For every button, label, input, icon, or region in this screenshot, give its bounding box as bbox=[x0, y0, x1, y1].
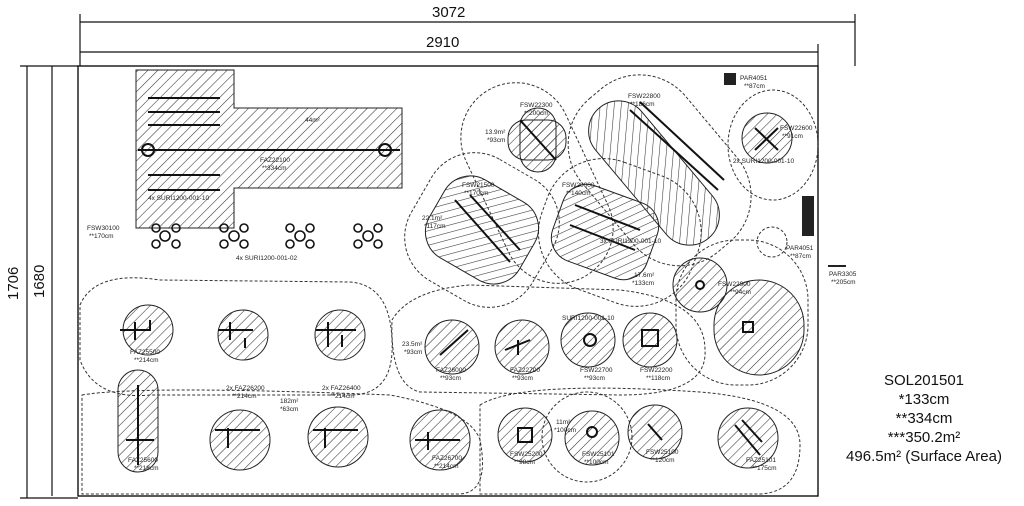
label-area-17-6: 17.6m² bbox=[634, 272, 655, 279]
label-fsw22600: FSW22600 bbox=[780, 125, 813, 132]
label-faz-top-area: 44m² bbox=[305, 117, 321, 124]
label-area-23-5-h: *93cm bbox=[404, 349, 422, 356]
label-fsw22900: FSW22900 bbox=[718, 281, 751, 288]
label-fsw22700: FSW22700 bbox=[580, 367, 613, 374]
outer-width-label: 3072 bbox=[432, 4, 465, 21]
label-area-17-6-h: *133cm bbox=[632, 280, 654, 287]
label-faz-top: FAZ22100 bbox=[260, 157, 290, 164]
label-par4051-right: PAR4051 bbox=[786, 245, 814, 252]
label-par3305: PAR3305 bbox=[829, 271, 857, 278]
label-area-13-9: 13.9m² bbox=[485, 129, 506, 136]
label-suri-top: 4x SURI1200-001-10 bbox=[148, 195, 209, 202]
label-fsw25101-h: **100cm bbox=[584, 459, 609, 466]
label-par4051-right-h: **87cm bbox=[790, 253, 811, 260]
label-faz26200: 2x FAZ26200 bbox=[226, 385, 265, 392]
label-fsw22300-h: **200cm bbox=[524, 110, 549, 117]
label-fsw30100: FSW30100 bbox=[87, 225, 120, 232]
label-suri-right: 2x SURI1200-001-10 bbox=[733, 158, 794, 165]
label-faz25101: FAZ25101 bbox=[746, 457, 776, 464]
label-fsw22300: FSW22300 bbox=[520, 102, 553, 109]
label-area-182-h: *63cm bbox=[280, 406, 298, 413]
label-par4051-top-h: **87cm bbox=[744, 83, 765, 90]
label-fsw22800: FSW22800 bbox=[628, 93, 661, 100]
stool-groups bbox=[151, 223, 383, 249]
label-faz25600-h: **218cm bbox=[134, 465, 159, 472]
label-fsw21500: FSW21500 bbox=[462, 182, 495, 189]
label-area-11-h: *100cm bbox=[554, 427, 576, 434]
label-area-11: 11m² bbox=[556, 419, 571, 426]
label-fsw22700-h: **93cm bbox=[584, 375, 605, 382]
label-area-22-1-h: *117cm bbox=[424, 223, 446, 230]
legend-line-4: 496.5m² (Surface Area) bbox=[846, 448, 1002, 465]
legend-code: SOL201501 bbox=[883, 372, 965, 389]
site-boundary bbox=[77, 65, 819, 497]
inner-width-label: 2910 bbox=[426, 34, 459, 51]
label-par4051-top: PAR4051 bbox=[740, 75, 768, 82]
label-faz26400-h: **214cm bbox=[330, 393, 355, 400]
label-faz26700: FAZ26700 bbox=[432, 455, 462, 462]
label-fsw21500-h: **170cm bbox=[464, 190, 489, 197]
label-area-22-1: 22.1m² bbox=[422, 215, 443, 222]
label-faz25101-h: **175cm bbox=[752, 465, 777, 472]
label-faz26400: 2x FAZ26400 bbox=[322, 385, 361, 392]
label-faz25500-h: **214cm bbox=[134, 357, 159, 364]
inner-height-label: 1680 bbox=[31, 265, 48, 298]
label-fsw22200: FSW22200 bbox=[640, 367, 673, 374]
label-faz26000: FAZ26000 bbox=[436, 367, 466, 374]
legend-line-2: **334cm bbox=[895, 410, 953, 427]
label-faz26200-h: **214cm bbox=[232, 393, 257, 400]
label-fsw30100-h: **170cm bbox=[89, 233, 114, 240]
legend-line-1: *133cm bbox=[898, 391, 950, 408]
bench-right bbox=[802, 196, 814, 236]
label-faz22700-h: **93cm bbox=[512, 375, 533, 382]
label-area-23-5: 23.5m² bbox=[402, 341, 423, 348]
label-fsw25100-h: **120cm bbox=[650, 457, 675, 464]
label-fsw25100: FSW25100 bbox=[646, 449, 679, 456]
label-fsw20000: FSW20000 bbox=[562, 182, 595, 189]
label-fsw25101: FSW25101 bbox=[582, 451, 615, 458]
label-fsw-a-h: **98cm bbox=[514, 459, 535, 466]
dimension-lines bbox=[20, 14, 856, 499]
label-fsw20000-h: **140cm bbox=[566, 190, 591, 197]
label-faz26000-h: **93cm bbox=[440, 375, 461, 382]
label-area-13-9-h: *93cm bbox=[487, 137, 505, 144]
bench-top bbox=[724, 73, 736, 85]
legend: SOL201501 *133cm **334cm ***350.2m² 496.… bbox=[826, 371, 1022, 466]
label-faz-top-h: **334cm bbox=[262, 165, 287, 172]
label-fsw22800-h: **186cm bbox=[630, 101, 655, 108]
equipment-labels: PAR4051 **87cm PAR4051 **87cm PAR3305 **… bbox=[87, 75, 857, 472]
legend-line-3: ***350.2m² bbox=[887, 429, 961, 446]
label-faz25500: FAZ25500 bbox=[130, 349, 160, 356]
label-suri-low: SURI1200-001-10 bbox=[562, 315, 615, 322]
label-fsw22200-h: **118cm bbox=[646, 375, 670, 382]
label-faz26700-h: **214cm bbox=[434, 463, 459, 470]
label-suri-stools: 4x SURI1200-001-02 bbox=[236, 255, 297, 262]
label-suri-mid: 3x SURI1200-001-10 bbox=[600, 238, 661, 245]
equipment-symbols bbox=[120, 97, 779, 465]
outer-height-label: 1706 bbox=[5, 267, 22, 300]
label-faz25600: FAZ25600 bbox=[128, 457, 158, 464]
label-par3305-h: **205cm bbox=[831, 279, 856, 286]
label-fsw-a: FSW25200 bbox=[510, 451, 543, 458]
label-fsw22600-h: **91cm bbox=[782, 133, 803, 140]
label-faz22700: FAZ22700 bbox=[510, 367, 540, 374]
label-fsw22900-h: **94cm bbox=[730, 289, 751, 296]
label-area-182: 182m² bbox=[280, 398, 299, 405]
